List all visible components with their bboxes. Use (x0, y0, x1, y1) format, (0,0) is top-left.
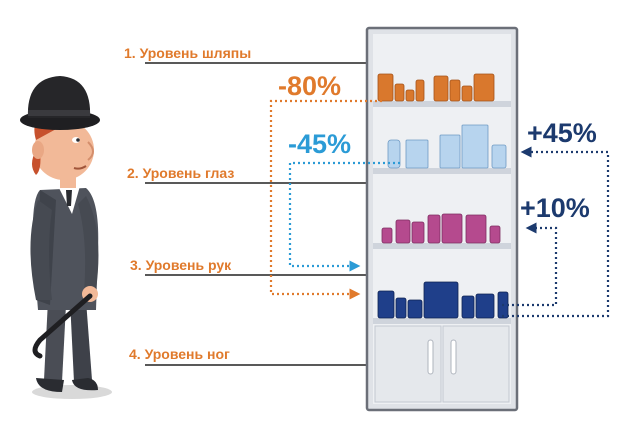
man-in-bowler-hat-icon (20, 76, 112, 399)
level-label-hands: 3. Уровень рук (130, 257, 232, 273)
percentage-legs-to-hands: +10% (520, 193, 590, 223)
products-eye-level (387, 124, 507, 169)
arrow-legs-to-eyes (502, 146, 610, 318)
arrow-eyes-to-hands (288, 161, 400, 272)
door-handle-right (450, 339, 457, 375)
products-hat-level (377, 73, 495, 102)
shelf-2 (373, 168, 511, 174)
percentage-eyes-to-hands: -45% (288, 129, 352, 159)
arrow-legs-to-hands (502, 222, 558, 307)
percentage-hat-to-hands: -80% (278, 71, 342, 101)
level-label-legs: 4. Уровень ног (129, 346, 230, 362)
level-label-hat: 1. Уровень шляпы (124, 45, 252, 61)
door-handle-left (427, 339, 434, 375)
level-lines (145, 62, 370, 366)
pharmacy-shelf-icon (365, 26, 519, 412)
level-label-eyes: 2. Уровень глаз (127, 165, 235, 181)
shelf-3 (373, 243, 511, 249)
percentage-legs-to-eyes: +45% (527, 118, 597, 148)
shelf-4 (373, 318, 511, 324)
products-hand-level (381, 213, 501, 244)
arrow-hat-to-hands (269, 99, 382, 300)
shelf-1 (373, 101, 511, 107)
